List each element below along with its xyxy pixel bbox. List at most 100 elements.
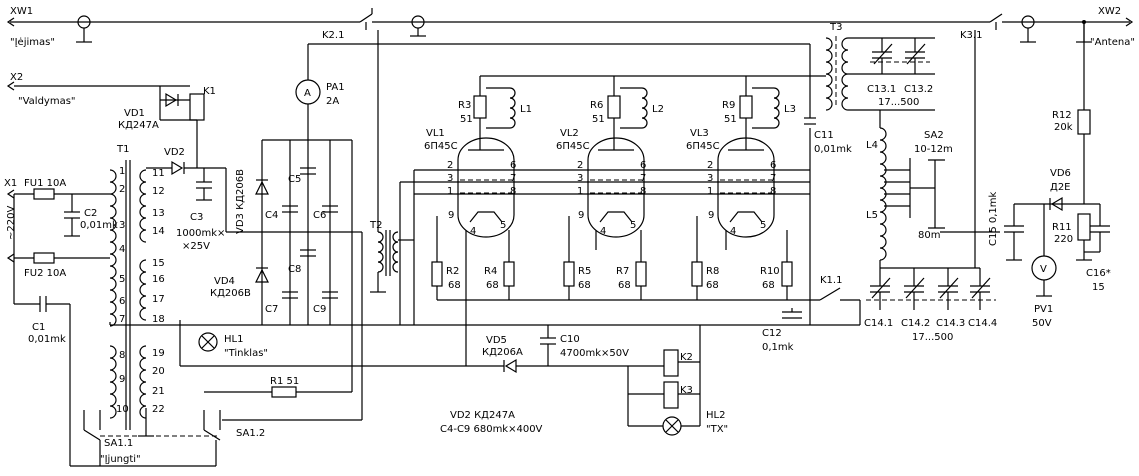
label-sa2-low: 80m xyxy=(918,230,940,241)
tube-pin: 6 xyxy=(510,160,516,171)
label-l5: L5 xyxy=(866,210,878,221)
label-hl1-name: "Tinklas" xyxy=(224,348,268,359)
label-vd1-type: КД247А xyxy=(118,120,159,131)
input-antenna-line xyxy=(6,8,1134,232)
label-pa1-val: 2A xyxy=(326,96,339,107)
label-c8: C8 xyxy=(288,264,301,275)
label-vl1-type: 6П45С xyxy=(424,141,458,152)
label-hl1: HL1 xyxy=(224,334,243,345)
label-sa2-range: 10-12m xyxy=(914,144,953,155)
label-r7: R7 xyxy=(616,266,629,277)
t1-pin: 11 xyxy=(152,168,165,179)
tube-pin: 8 xyxy=(510,186,516,197)
t1-pin: 19 xyxy=(152,348,165,359)
label-c10: C10 xyxy=(560,334,580,345)
tube-pin: 2 xyxy=(577,160,583,171)
t1-pin-labels: 1 2 3 4 5 6 7 8 9 10 11 12 13 14 15 16 1… xyxy=(116,166,165,415)
control-relay-k1 xyxy=(6,81,262,233)
t1-pin: 8 xyxy=(119,350,125,361)
label-r10: R10 xyxy=(760,266,780,277)
tube-pin: 4 xyxy=(470,226,476,237)
label-x1: X1 xyxy=(4,178,17,189)
tube-pin: 5 xyxy=(630,220,636,231)
tube-pin: 1 xyxy=(447,186,453,197)
label-k3: K3 xyxy=(680,385,693,396)
label-c144: C14.4 xyxy=(968,318,997,329)
t1-transformer xyxy=(109,160,154,437)
hl1-lamp xyxy=(179,320,504,367)
label-x2: X2 xyxy=(10,72,23,83)
t1-pin: 2 xyxy=(119,184,125,195)
label-t3: T3 xyxy=(829,22,842,33)
tube-pin: 8 xyxy=(770,186,776,197)
label-vl3: VL3 xyxy=(690,128,709,139)
t1-pin: 5 xyxy=(119,274,125,285)
tube-pin: 4 xyxy=(600,226,606,237)
tube-pin: 9 xyxy=(708,210,714,221)
label-c11-val: 0,01mk xyxy=(814,144,852,155)
label-r1: R1 51 xyxy=(270,376,299,387)
label-sa12: SA1.2 xyxy=(236,428,265,439)
label-xw1-name: "Įėjimas" xyxy=(10,37,55,48)
t1-pin: 15 xyxy=(152,258,165,269)
tube-pin: 6 xyxy=(640,160,646,171)
t1-pin: 7 xyxy=(119,314,125,325)
t1-pin: 3 xyxy=(119,220,125,231)
label-vd1: VD1 xyxy=(124,108,145,119)
output-voltmeter-circuit xyxy=(1004,109,1110,297)
tube-pin: 9 xyxy=(578,210,584,221)
label-c142: C14.2 xyxy=(901,318,930,329)
label-r4: R4 xyxy=(484,266,497,277)
hv-rectifier xyxy=(222,44,414,421)
tube-pin: 7 xyxy=(770,173,776,184)
label-vl2-type: 6П45С xyxy=(556,141,590,152)
label-r2-val: 68 xyxy=(448,280,461,291)
label-c16-val: 15 xyxy=(1092,282,1105,293)
c13-variable-capacitors xyxy=(870,38,930,74)
label-c131: C13.1 xyxy=(867,84,896,95)
label-c9: C9 xyxy=(313,304,326,315)
t1-pin: 13 xyxy=(152,208,165,219)
label-c16: C16* xyxy=(1086,268,1111,279)
label-c2: C2 xyxy=(84,208,97,219)
tube-pin: 7 xyxy=(640,173,646,184)
tube-pin: 1 xyxy=(707,186,713,197)
label-c12-val: 0,1mk xyxy=(762,342,794,353)
tube-pin: 3 xyxy=(577,173,583,184)
tube-vl2 xyxy=(587,137,645,238)
label-r9-val: 51 xyxy=(724,114,737,125)
tube-pin: 5 xyxy=(500,220,506,231)
label-k2: K2 xyxy=(680,352,693,363)
label-fu2: FU2 10A xyxy=(24,268,66,279)
label-l1: L1 xyxy=(520,104,532,115)
label-vl2: VL2 xyxy=(560,128,579,139)
label-r11-val: 220 xyxy=(1054,234,1073,245)
label-r6-val: 51 xyxy=(592,114,605,125)
label-r3: R3 xyxy=(458,100,471,111)
label-hl2-name: "TX" xyxy=(706,424,728,435)
label-c143: C14.3 xyxy=(936,318,965,329)
label-vl3-type: 6П45С xyxy=(686,141,720,152)
label-c4: C4 xyxy=(265,210,278,221)
label-t1: T1 xyxy=(116,144,129,155)
label-r3-val: 51 xyxy=(460,114,473,125)
label-pv1: PV1 xyxy=(1034,304,1053,315)
note-vd2: VD2 КД247А xyxy=(450,410,515,421)
label-r11: R11 xyxy=(1052,222,1072,233)
t1-pin: 21 xyxy=(152,386,165,397)
label-vd6: VD6 xyxy=(1050,168,1071,179)
label-c11: C11 xyxy=(814,130,834,141)
tube-vl3 xyxy=(717,137,775,238)
tube-pin: 8 xyxy=(640,186,646,197)
label-fu1: FU1 10A xyxy=(24,178,66,189)
label-r10-val: 68 xyxy=(762,280,775,291)
label-r2: R2 xyxy=(446,266,459,277)
t1-pin: 16 xyxy=(152,274,165,285)
t1-pin: 12 xyxy=(152,186,165,197)
common-rail xyxy=(110,230,860,366)
tube-vl1 xyxy=(457,137,515,238)
t1-pin: 10 xyxy=(116,404,129,415)
t1-pin: 14 xyxy=(152,226,165,237)
